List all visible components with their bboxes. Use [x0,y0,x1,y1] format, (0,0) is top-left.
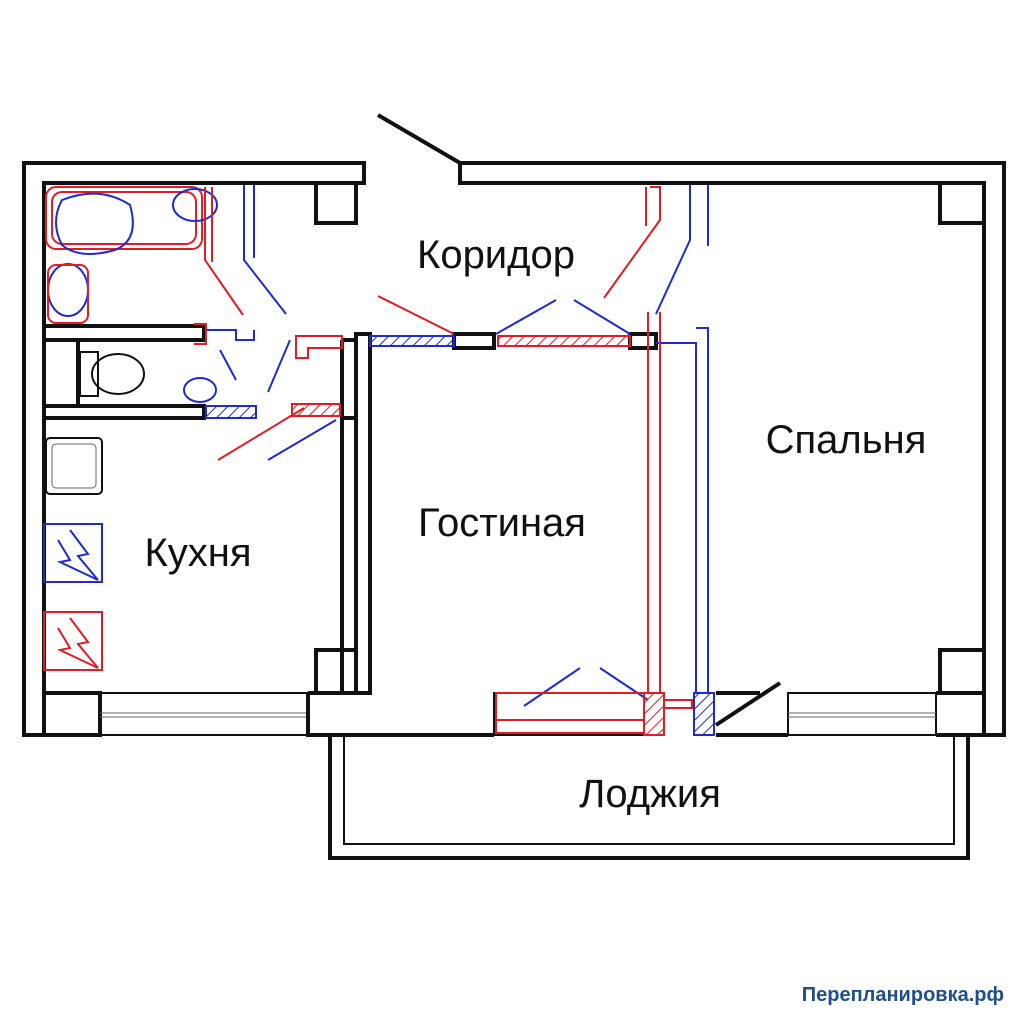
balcony-door [714,681,782,727]
loggia-walls [328,735,970,860]
room-label-living: Гостиная [418,501,586,545]
room-label-bedroom: Спальня [766,418,927,462]
room-label-loggia: Лоджия [579,772,721,816]
bathroom-fixtures [45,186,244,324]
watermark-text: Перепланировка.рф [802,984,1004,1006]
room-label-kitchen: Кухня [144,531,251,575]
toilet [79,351,217,403]
kitchen-fixtures [43,437,103,671]
interior-walls [42,324,658,695]
room-label-corridor: Коридор [417,233,575,277]
entrance-door [376,113,462,165]
new-partitions [205,185,715,736]
demolished-partitions [194,186,693,736]
